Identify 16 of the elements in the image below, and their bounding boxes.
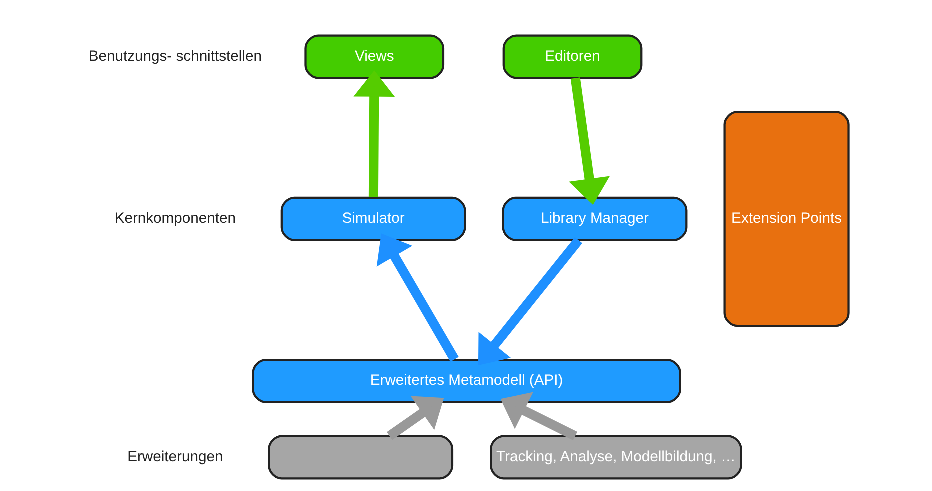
node-box: Erweitertes Metamodell (API) [252,358,682,404]
node-box: Simulator [280,196,466,242]
node-box: Editoren [502,34,643,80]
label: Kernkomponenten [114,211,236,228]
node-box: Views [304,34,445,80]
label: Benutzungs- schnittstellen [88,48,262,65]
label: Erweiterungen [128,449,224,466]
arrow [354,70,396,198]
arrow [569,78,610,206]
node-box: Library Manager [502,196,688,242]
arrow [376,234,459,362]
node-box [268,435,454,480]
arrow [478,237,582,366]
node-box: Extension Points [724,111,850,328]
node-box: Tracking, Analyse, Modellbildung, … [490,435,742,480]
arrow [500,392,578,440]
